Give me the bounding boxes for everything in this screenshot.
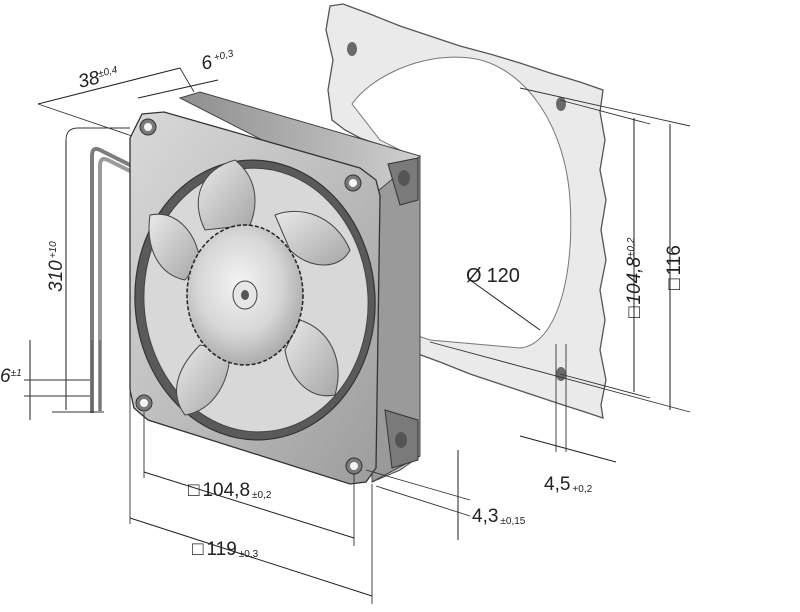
svg-text:6±1: 6±1	[0, 366, 22, 387]
panel-hole-spacing-label: □104,8±0,2	[624, 237, 645, 318]
lead-length-label: 310+10	[46, 241, 67, 292]
fan-body	[90, 91, 421, 485]
svg-text:38±0,4: 38±0,4	[76, 63, 121, 93]
fan-mount-holes	[135, 118, 363, 475]
svg-text:4,5+0,2: 4,5+0,2	[544, 474, 593, 495]
mounting-panel	[325, 3, 607, 419]
fan-blades	[148, 159, 351, 416]
svg-text:6+0,3: 6+0,3	[199, 46, 237, 75]
fan-hole-spacing-label: □104,8±0,2	[188, 480, 272, 501]
lead-strip-label: 6±1	[0, 366, 22, 387]
fan-size-label: □119±0,3	[192, 539, 259, 560]
svg-text:□104,8±0,2: □104,8±0,2	[624, 237, 645, 318]
panel-size-label: □116	[664, 245, 685, 290]
svg-text:4,3±0,15: 4,3±0,15	[472, 506, 526, 527]
svg-text:□119±0,3: □119±0,3	[192, 539, 259, 560]
svg-text:310+10: 310+10	[46, 241, 67, 292]
svg-text:□116: □116	[664, 245, 685, 290]
dimension-lines	[24, 67, 691, 604]
depth-label: 38±0,4	[76, 63, 121, 93]
svg-text:□104,8±0,2: □104,8±0,2	[188, 480, 272, 501]
panel-hole-top-left	[347, 42, 357, 56]
flange-thickness-label: 4,3±0,15	[472, 506, 526, 527]
mount-hole-label: 4,5+0,2	[544, 474, 593, 495]
panel-hole-top-right	[556, 97, 566, 111]
guard-offset-label: 6+0,3	[199, 46, 237, 75]
